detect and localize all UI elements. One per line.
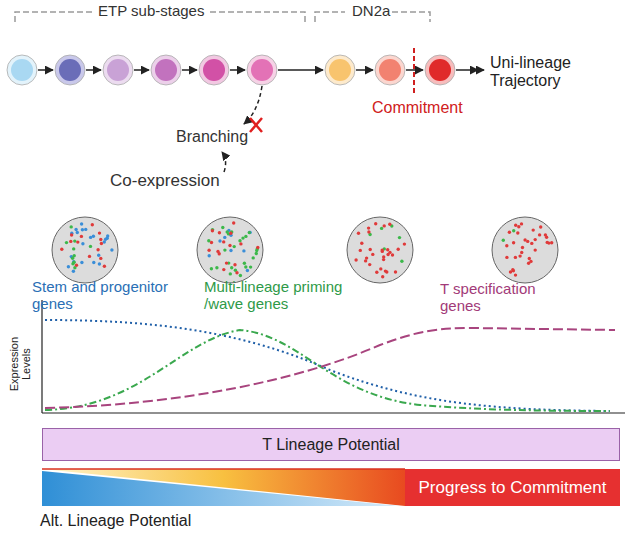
- bracket-label: DN2a: [352, 3, 390, 20]
- cell-circle: [375, 55, 405, 85]
- cell-circle: [199, 55, 229, 85]
- bracket-label: ETP sub-stages: [98, 3, 204, 20]
- node-text: T Lineage Potential: [262, 436, 400, 454]
- cell-core: [203, 59, 225, 81]
- trajectory-arrow: [38, 69, 53, 71]
- cell-pool: [347, 217, 413, 283]
- trajectory-arrow: [230, 69, 245, 71]
- commitment-box: Progress to Commitment: [405, 469, 620, 506]
- potential-label: Alt. Lineage Potential: [40, 512, 191, 530]
- trajectory-arrow: [406, 69, 423, 71]
- axis-label: Expression Levels: [8, 329, 32, 399]
- cell-pool: [492, 217, 558, 283]
- potential-bar: T Lineage Potential: [42, 428, 620, 461]
- cell-circle: [425, 55, 455, 85]
- curve-label: T specification genes: [440, 281, 570, 314]
- cell-pool: [52, 217, 118, 283]
- curve-label: Multi-lineage priming /wave genes: [204, 279, 369, 312]
- cell-circle: [325, 55, 355, 85]
- cell-core: [329, 59, 351, 81]
- cell-core: [11, 59, 33, 81]
- cell-core: [107, 59, 129, 81]
- curve-label: Stem and progenitor genes: [32, 279, 182, 312]
- trajectory-arrow: [356, 69, 373, 71]
- node-text: Progress to Commitment: [419, 478, 607, 498]
- trajectory-arrow: [134, 69, 149, 71]
- cell-pool: [197, 217, 263, 283]
- coexpression-label: Co-expression: [110, 172, 220, 191]
- cell-core: [379, 59, 401, 81]
- cell-core: [429, 59, 451, 81]
- trajectory-arrow: [456, 69, 478, 71]
- cell-circle: [7, 55, 37, 85]
- trajectory-arrow: [182, 69, 197, 71]
- trajectory-label: Uni-lineage Trajectory: [490, 54, 620, 89]
- branching-label: Branching: [176, 128, 248, 146]
- trajectory-arrow: [86, 69, 101, 71]
- cell-circle: [55, 55, 85, 85]
- cell-core: [59, 59, 81, 81]
- commitment-label: Commitment: [372, 99, 463, 117]
- cell-circle: [103, 55, 133, 85]
- cell-circle: [247, 55, 277, 85]
- cell-core: [251, 59, 273, 81]
- trajectory-arrow: [278, 69, 323, 71]
- cell-circle: [151, 55, 181, 85]
- cell-core: [155, 59, 177, 81]
